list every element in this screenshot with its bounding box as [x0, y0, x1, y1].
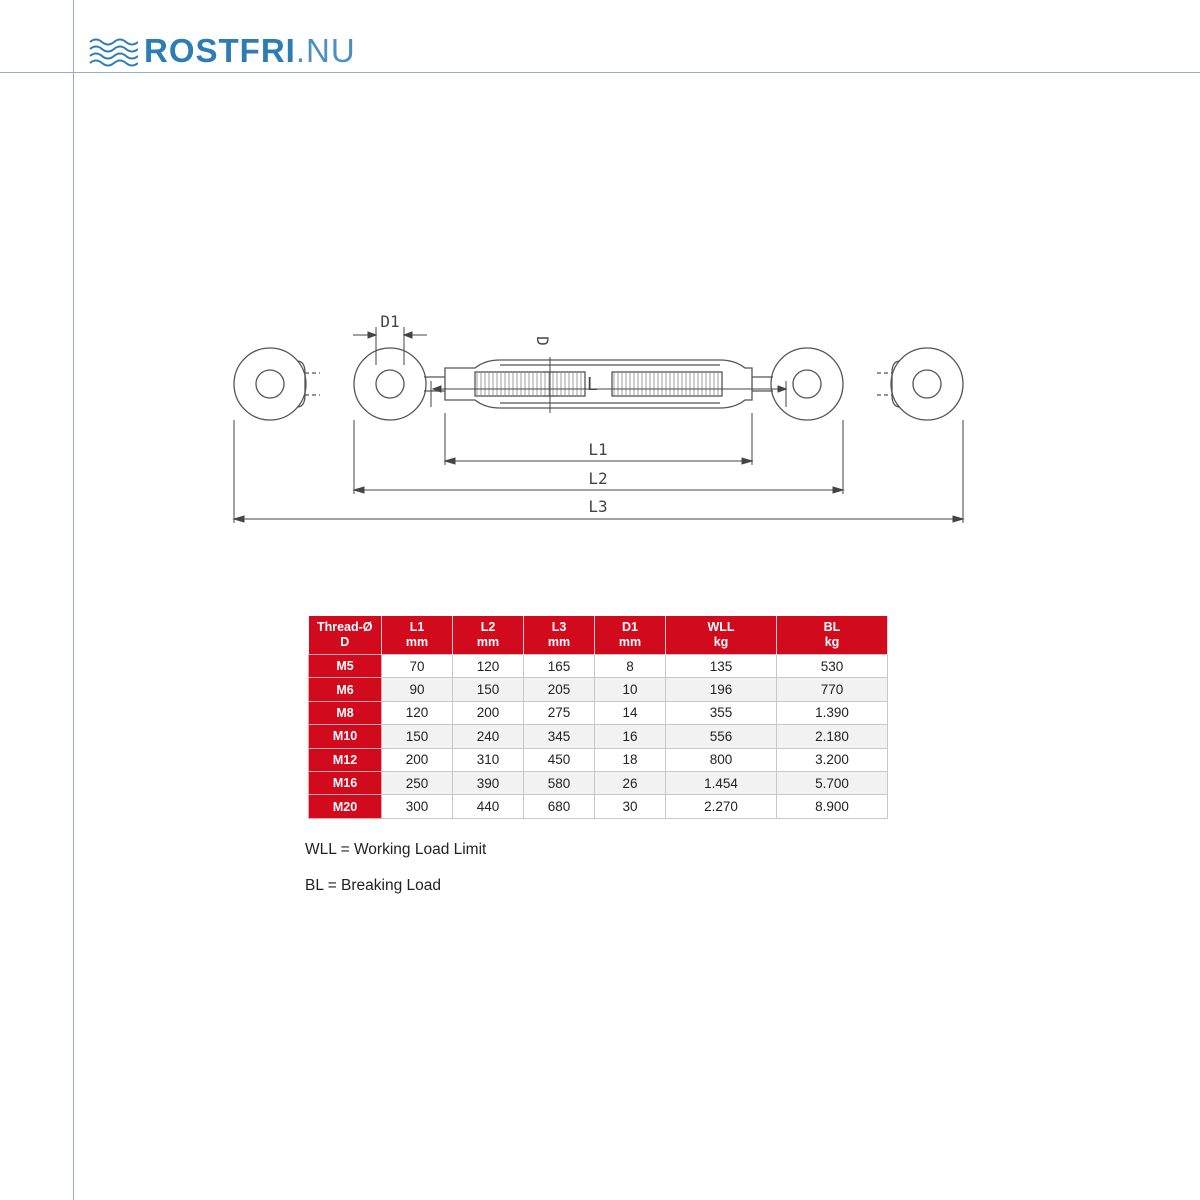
- cell-d1: 18: [594, 747, 666, 772]
- table-row: M8 120 200 275 14 355 1.390: [308, 700, 888, 726]
- table-row: M6 90 150 205 10 196 770: [308, 677, 888, 702]
- brand-logo: ROSTFRI.NU: [88, 28, 356, 72]
- cell-thread: M20: [308, 794, 382, 819]
- brand-name-tld: .NU: [295, 31, 356, 69]
- label-l2: L2: [588, 469, 607, 488]
- cell-wll: 1.454: [665, 770, 777, 796]
- cell-l3: 680: [523, 794, 595, 819]
- cell-l2: 240: [452, 724, 524, 749]
- cell-l3: 450: [523, 747, 595, 772]
- cell-wll: 2.270: [665, 794, 777, 819]
- frame-horizontal-line: [0, 72, 1200, 73]
- cell-bl: 1.390: [776, 700, 888, 726]
- cell-wll: 556: [665, 724, 777, 749]
- cell-d1: 8: [594, 653, 666, 679]
- cell-l2: 390: [452, 770, 524, 796]
- cell-l1: 200: [381, 747, 453, 772]
- label-d: D: [533, 336, 552, 346]
- cell-l2: 310: [452, 747, 524, 772]
- cell-l2: 120: [452, 653, 524, 679]
- cell-wll: 800: [665, 747, 777, 772]
- cell-l3: 275: [523, 700, 595, 726]
- cell-bl: 3.200: [776, 747, 888, 772]
- cell-d1: 26: [594, 770, 666, 796]
- cell-bl: 530: [776, 653, 888, 679]
- cell-l1: 300: [381, 794, 453, 819]
- cell-d1: 14: [594, 700, 666, 726]
- cell-l1: 90: [381, 677, 453, 702]
- turnbuckle-drawing: D1 D L L1 L2 L3: [232, 312, 965, 523]
- cell-l2: 440: [452, 794, 524, 819]
- label-l3: L3: [588, 497, 607, 516]
- brand-name: ROSTFRI.NU: [144, 34, 356, 67]
- cell-d1: 30: [594, 794, 666, 819]
- cell-wll: 196: [665, 677, 777, 702]
- cell-thread: M12: [308, 747, 382, 772]
- cell-l1: 150: [381, 724, 453, 749]
- legend-bl: BL = Breaking Load: [305, 877, 442, 894]
- cell-l2: 150: [452, 677, 524, 702]
- cell-l1: 120: [381, 700, 453, 726]
- cell-thread: M10: [308, 724, 382, 749]
- cell-bl: 2.180: [776, 724, 888, 749]
- cell-l1: 250: [381, 770, 453, 796]
- frame-vertical-line: [73, 0, 74, 1200]
- cell-bl: 8.900: [776, 794, 888, 819]
- legend-wll: WLL = Working Load Limit: [305, 841, 487, 858]
- cell-bl: 770: [776, 677, 888, 702]
- table-row: M20 300 440 680 30 2.270 8.900: [308, 794, 888, 819]
- table-row: M5 70 120 165 8 135 530: [308, 653, 888, 679]
- cell-bl: 5.700: [776, 770, 888, 796]
- label-d1: D1: [380, 312, 399, 331]
- label-l1: L1: [588, 440, 607, 459]
- brand-name-main: ROSTFRI: [144, 31, 296, 69]
- cell-l3: 165: [523, 653, 595, 679]
- cell-l3: 205: [523, 677, 595, 702]
- table-row: M12 200 310 450 18 800 3.200: [308, 747, 888, 772]
- cell-l1: 70: [381, 653, 453, 679]
- label-l: L: [587, 374, 597, 395]
- cell-thread: M16: [308, 770, 382, 796]
- cell-d1: 10: [594, 677, 666, 702]
- cell-l3: 345: [523, 724, 595, 749]
- cell-l3: 580: [523, 770, 595, 796]
- cell-l2: 200: [452, 700, 524, 726]
- waves-icon: [89, 38, 138, 67]
- cell-d1: 16: [594, 724, 666, 749]
- cell-wll: 135: [665, 653, 777, 679]
- cell-thread: M6: [308, 677, 382, 702]
- cell-thread: M5: [308, 653, 382, 679]
- cell-thread: M8: [308, 700, 382, 726]
- table-row: M16 250 390 580 26 1.454 5.700: [308, 770, 888, 796]
- table-row: M10 150 240 345 16 556 2.180: [308, 724, 888, 749]
- cell-wll: 355: [665, 700, 777, 726]
